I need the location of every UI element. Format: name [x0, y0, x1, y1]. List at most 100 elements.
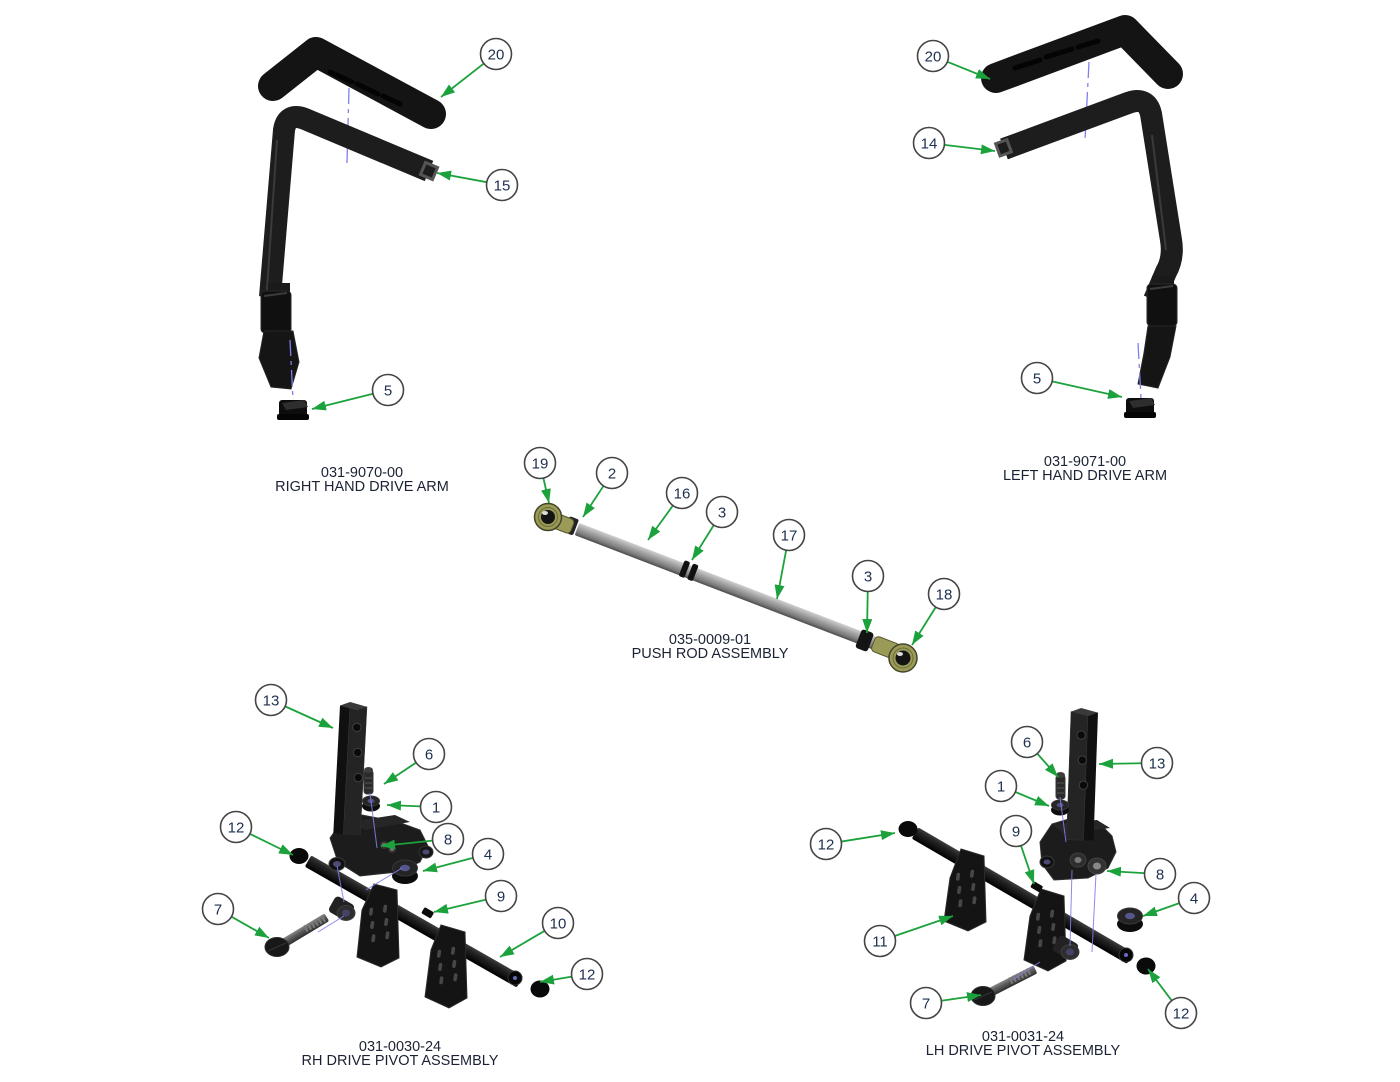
rh-drive-pivot-callout-9: 9: [433, 879, 518, 914]
lh-drive-arm-callout-14: 14: [912, 126, 996, 160]
lh-pivot-nut: [1117, 907, 1143, 932]
callout-arrow-icon: [1020, 845, 1035, 885]
rh-drive-pivot-name-label: RH DRIVE PIVOT ASSEMBLY: [302, 1053, 499, 1069]
callout-number: 11: [872, 933, 888, 950]
callout-balloon-icon: [705, 495, 739, 529]
lh-pivot-hex-bolt: [970, 966, 1037, 1006]
callout-arrow-icon: [941, 992, 982, 1002]
callout-arrow-icon: [647, 505, 674, 541]
rh-pivot-gusset-front: [356, 883, 400, 968]
rh-drive-pivot-callout-13: 13: [254, 683, 334, 729]
callout-number: 15: [494, 177, 511, 194]
lh-grip: [981, 15, 1183, 93]
rh-pivot-set-screw: [421, 907, 434, 919]
push-rod-callout-18: 18: [911, 577, 961, 646]
lh-drive-pivot-name-label: LH DRIVE PIVOT ASSEMBLY: [926, 1043, 1121, 1059]
callout-balloon-icon: [471, 837, 505, 871]
callout-balloon-icon: [431, 822, 465, 856]
lh-pivot-cap-right: [1136, 957, 1156, 975]
push-rod-callout-3: 3: [851, 559, 885, 634]
lh-arm-tube: [1000, 90, 1183, 305]
push-rod-end-left: [533, 502, 575, 534]
callout-number: 20: [488, 46, 505, 63]
callout-arrow-icon: [436, 170, 487, 184]
lh-drive-arm-callout-20: 20: [916, 39, 991, 80]
callout-balloon-icon: [1140, 746, 1174, 780]
callout-balloon-icon: [254, 683, 288, 717]
callout-balloon-icon: [984, 769, 1018, 803]
callout-number: 5: [1033, 370, 1041, 387]
rh-drive-pivot-figure: [264, 702, 550, 1009]
rh-arm-lower-bar: [258, 330, 300, 390]
push-rod-callout-17: 17: [772, 518, 806, 600]
lh-grip-emboss: [1043, 46, 1075, 60]
callout-balloon-icon: [219, 810, 253, 844]
callout-arrow-icon: [231, 915, 270, 939]
lh-arm-end-face: [993, 137, 1014, 158]
callout-arrow-icon: [582, 485, 605, 518]
lh-arm-highlight: [1151, 134, 1167, 251]
callout-number: 7: [214, 901, 222, 918]
lh-pivot-tube: [1066, 708, 1098, 841]
callout-number: 12: [1173, 1005, 1190, 1022]
rh-grip: [258, 37, 446, 129]
callout-arrow-icon: [1014, 791, 1050, 807]
push-rod-callout-2: 2: [582, 456, 629, 518]
callout-number: 17: [781, 527, 798, 544]
callout-arrow-icon: [422, 857, 474, 873]
push-rod-part-number: 035-0009-01: [669, 632, 751, 648]
callout-arrow-icon: [947, 60, 991, 80]
lh-pivot-shaft-end-hole: [1124, 953, 1128, 957]
rh-arm-nut: [277, 400, 309, 420]
callout-arrow-icon: [1142, 902, 1180, 917]
rh-arm-clamp: [260, 290, 292, 334]
callout-balloon-icon: [201, 892, 235, 926]
callout-arrow-icon: [440, 62, 485, 98]
lh-drive-pivot-callout-11: 11: [863, 915, 954, 958]
rh-arm-centerline-bottom: [289, 339, 294, 401]
rh-pivot-bushing: [328, 896, 356, 921]
rh-pivot-flange-nut: [362, 795, 380, 812]
rh-pivot-cap-left: [289, 848, 309, 864]
callout-balloon-icon: [999, 814, 1033, 848]
lh-arm-step: [1152, 276, 1174, 286]
lh-grip-emboss: [1075, 38, 1101, 50]
callout-number: 6: [1023, 734, 1031, 751]
callout-number: 10: [550, 915, 567, 932]
callout-balloon-icon: [916, 39, 950, 73]
callout-balloon-icon: [927, 577, 961, 611]
callout-arrow-icon: [911, 606, 937, 646]
callout-arrow-icon: [1106, 866, 1145, 877]
push-rod-jam-nut-right: [855, 629, 874, 652]
rh-drive-pivot-callout-12: 12: [219, 810, 294, 856]
lh-drive-pivot-callout-6: 6: [1010, 725, 1059, 778]
rh-pivot-bolt-small: [363, 767, 374, 795]
callout-number: 1: [432, 799, 440, 816]
callout-arrow-icon: [284, 705, 334, 729]
lh-drive-pivot-callout-4: 4: [1142, 881, 1211, 917]
lh-pivot-cap-left: [898, 821, 918, 837]
callout-arrow-icon: [1036, 753, 1059, 778]
rh-drive-pivot-callout-10: 10: [499, 906, 575, 958]
lh-arm-nut: [1124, 398, 1156, 418]
callout-arrow-icon: [841, 830, 896, 843]
lh-drive-arm-name-label: LEFT HAND DRIVE ARM: [1003, 468, 1167, 484]
callout-arrow-icon: [433, 898, 487, 914]
lh-drive-pivot-callout-7: 7: [909, 986, 982, 1020]
callout-arrow-icon: [1147, 968, 1173, 1002]
callout-balloon-icon: [419, 790, 453, 824]
lh-drive-pivot-callout-13: 13: [1098, 746, 1174, 780]
lh-drive-pivot-callout-8: 8: [1106, 857, 1177, 891]
callout-balloon-icon: [523, 446, 557, 480]
rh-grip-emboss: [380, 93, 403, 107]
lh-pivot-set-screw: [1030, 881, 1043, 893]
lh-arm-clamp-highlight: [1149, 285, 1174, 290]
callout-arrow-icon: [541, 477, 551, 504]
callout-balloon-icon: [595, 456, 629, 490]
lh-pivot-bushing: [1052, 935, 1080, 960]
rh-arm-tube: [259, 106, 434, 298]
rh-drive-pivot-callout-1: 1: [386, 790, 453, 824]
callout-balloon-icon: [1177, 881, 1211, 915]
